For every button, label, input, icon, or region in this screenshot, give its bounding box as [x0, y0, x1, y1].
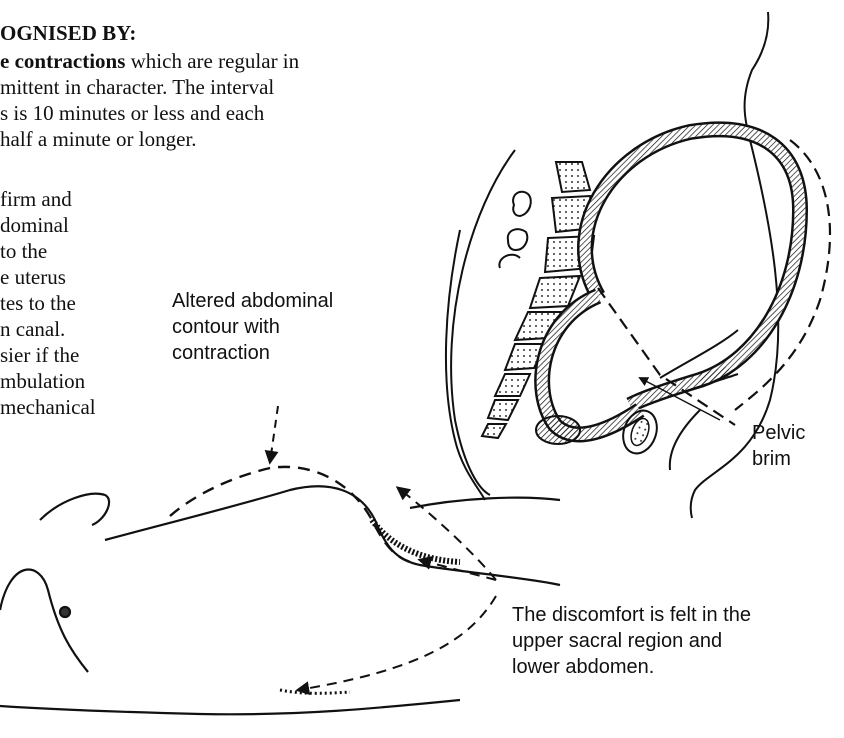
- discomfort-arrow-sacral: [398, 588, 496, 590]
- label-line: upper sacral region and: [512, 628, 751, 654]
- label-line: The discomfort is felt in the: [512, 602, 751, 628]
- label-line: contraction: [172, 340, 333, 366]
- reclining-figure: [0, 486, 560, 714]
- label-line: Altered abdominal: [172, 288, 333, 314]
- label-line: contour with: [172, 314, 333, 340]
- pelvis-section: [446, 12, 800, 518]
- label-line: lower abdomen.: [512, 654, 751, 680]
- label-line: Pelvic: [752, 420, 805, 446]
- discomfort-arrow-upper: [420, 560, 496, 580]
- altered-contour-dashed-pelvis: [735, 140, 830, 410]
- label-altered-contour: Altered abdominal contour with contracti…: [172, 288, 333, 366]
- label-line: brim: [752, 446, 805, 472]
- pelvic-brim-line: [598, 288, 735, 425]
- contour-label-arrow: [270, 406, 278, 462]
- discomfort-arrow-lower: [298, 596, 496, 690]
- label-pelvic-brim: Pelvic brim: [752, 420, 805, 472]
- label-discomfort: The discomfort is felt in the upper sacr…: [512, 602, 751, 680]
